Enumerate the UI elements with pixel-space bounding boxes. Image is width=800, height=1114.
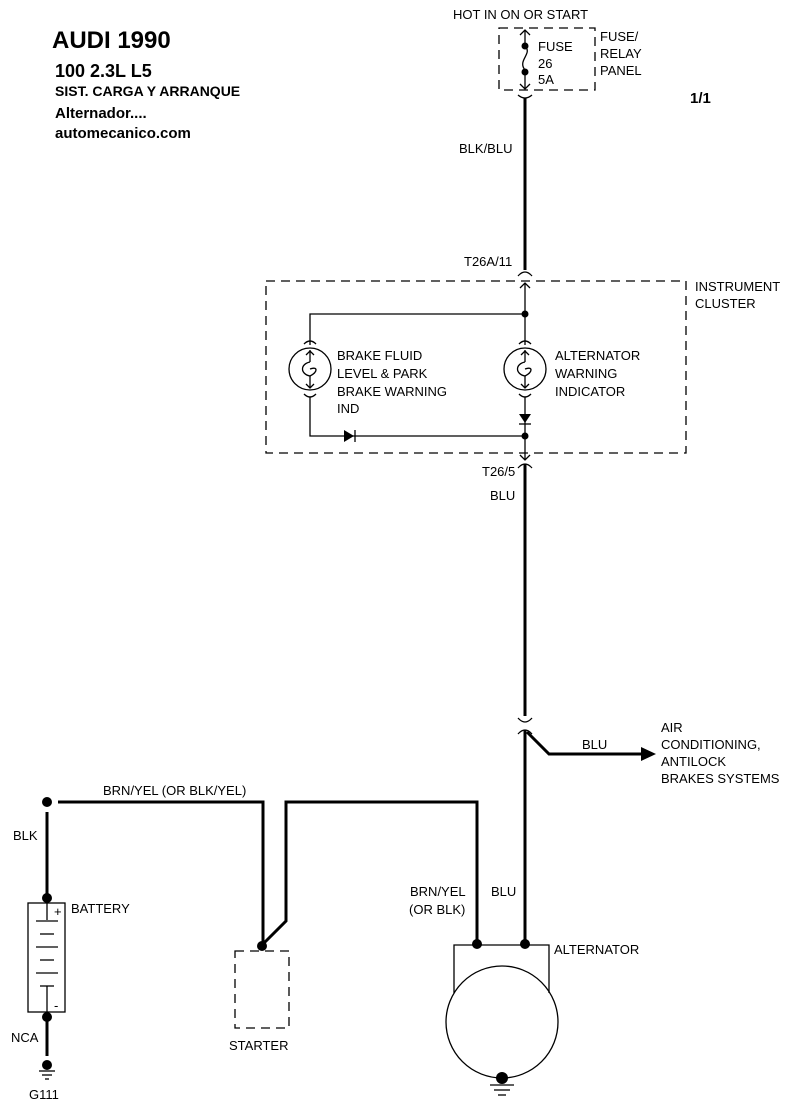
svg-text:ANTILOCK: ANTILOCK: [661, 754, 726, 769]
connector-t26a-11: [517, 271, 533, 277]
arrow-right-icon: [641, 747, 656, 761]
wire-label-blk: BLK: [13, 828, 38, 843]
diode-brake-icon: [344, 430, 356, 442]
svg-text:5A: 5A: [538, 72, 554, 87]
ground-icon: [39, 1060, 55, 1080]
battery-minus-sign: -: [54, 998, 58, 1013]
svg-text:ALTERNATOR: ALTERNATOR: [555, 348, 640, 363]
power-label: HOT IN ON OR START: [453, 7, 588, 22]
connector-fuse-out: [517, 94, 533, 99]
battery-symbol: [27, 893, 66, 1022]
battery-plus-sign: +: [54, 904, 62, 919]
svg-text:WARNING: WARNING: [555, 366, 617, 381]
connector-label-t26-5: T26/5: [482, 464, 515, 479]
wire-blu-branch: [525, 730, 645, 756]
header: AUDI 1990 100 2.3L L5 SIST. CARGA Y ARRA…: [52, 27, 240, 142]
wire-label-alt-b-1: BRN/YEL: [410, 884, 466, 899]
wire-label-alt-b-2: (OR BLK): [409, 902, 465, 917]
svg-text:AIR: AIR: [661, 720, 683, 735]
inline-connector-top: [517, 717, 533, 723]
wire-label-blu-branch: BLU: [582, 737, 607, 752]
svg-text:FUSE/: FUSE/: [600, 29, 639, 44]
brake-lamp-label: BRAKE FLUID LEVEL & PARK BRAKE WARNING I…: [337, 348, 447, 416]
wire-label-nca: NCA: [11, 1030, 39, 1045]
ground-label: G111: [29, 1087, 59, 1102]
svg-text:CONDITIONING,: CONDITIONING,: [661, 737, 761, 752]
title-subsystem: Alternador....: [55, 105, 147, 122]
battery-label: BATTERY: [71, 901, 130, 916]
title-model: 100 2.3L L5: [55, 61, 152, 81]
svg-text:BRAKES SYSTEMS: BRAKES SYSTEMS: [661, 771, 780, 786]
brake-warning-lamp: [288, 340, 332, 398]
svg-text:CLUSTER: CLUSTER: [695, 296, 756, 311]
alternator-label: ALTERNATOR: [554, 942, 639, 957]
battery-pos-terminal-top: [42, 797, 52, 807]
svg-text:BRAKE WARNING: BRAKE WARNING: [337, 384, 447, 399]
wire-brn-yel-starter: [58, 800, 265, 944]
svg-text:RELAY: RELAY: [600, 46, 642, 61]
svg-text:IND: IND: [337, 401, 359, 416]
title-make-year: AUDI 1990: [52, 27, 171, 54]
wire-label-blk-blu: BLK/BLU: [459, 141, 512, 156]
diode-alt-icon: [519, 414, 531, 425]
wire-label-alt-d: BLU: [491, 884, 516, 899]
brake-lamp-return-line: [309, 397, 525, 437]
fuse-symbol: [519, 29, 531, 90]
connector-label-t26a-11: T26A/11: [464, 254, 512, 269]
instrument-cluster-box: [265, 280, 687, 454]
svg-text:PANEL: PANEL: [600, 63, 642, 78]
wire-label-blu-main: BLU: [490, 488, 515, 503]
website-label: automecanico.com: [55, 125, 191, 142]
fuse-label: FUSE 26 5A: [538, 39, 573, 87]
brake-lamp-feed-line: [309, 313, 525, 345]
branch-target-label: AIR CONDITIONING, ANTILOCK BRAKES SYSTEM…: [661, 720, 780, 786]
title-system: SIST. CARGA Y ARRANQUE: [55, 83, 240, 99]
connector-arrow-out: [519, 454, 531, 461]
fuse-relay-panel-label: FUSE/ RELAY PANEL: [600, 29, 642, 78]
wire-label-brn-yel: BRN/YEL (OR BLK/YEL): [103, 783, 246, 798]
svg-text:26: 26: [538, 56, 552, 71]
alternator-warning-lamp: [503, 340, 547, 398]
svg-text:BRAKE FLUID: BRAKE FLUID: [337, 348, 422, 363]
starter-box: [234, 950, 290, 1029]
starter-terminal: [257, 941, 267, 951]
svg-text:INSTRUMENT: INSTRUMENT: [695, 279, 780, 294]
alternator-lamp-label: ALTERNATOR WARNING INDICATOR: [555, 348, 640, 399]
wire-brn-yel-alternator: [261, 800, 479, 946]
svg-text:FUSE: FUSE: [538, 39, 573, 54]
instrument-cluster-label: INSTRUMENT CLUSTER: [695, 279, 780, 311]
svg-text:INDICATOR: INDICATOR: [555, 384, 625, 399]
starter-label: STARTER: [229, 1038, 288, 1053]
page-indicator: 1/1: [690, 90, 711, 107]
alternator-symbol: [445, 939, 559, 1096]
fuse-relay-panel-box: [498, 27, 596, 91]
svg-text:LEVEL & PARK: LEVEL & PARK: [337, 366, 428, 381]
splice-bottom: [521, 432, 529, 440]
